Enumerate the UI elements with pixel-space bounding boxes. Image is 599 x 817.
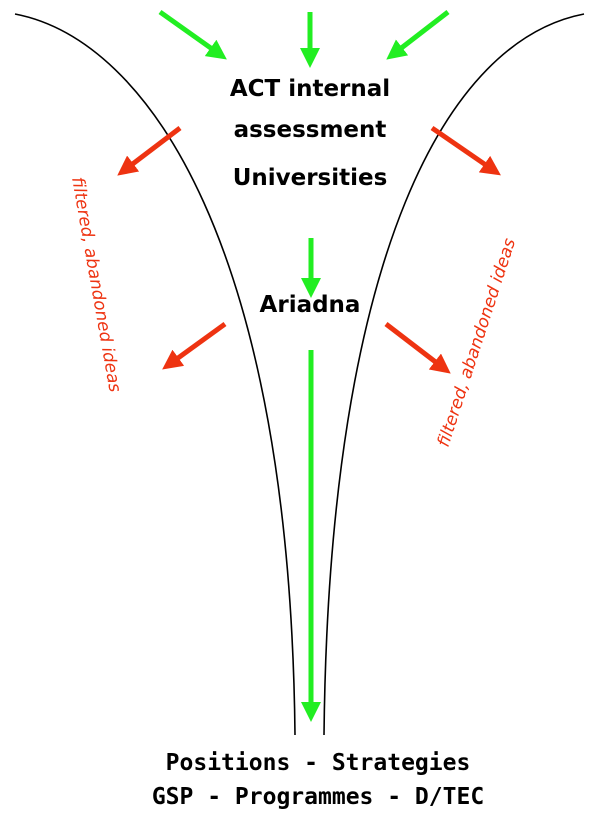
- filter-arrow-upper-left: [117, 126, 182, 176]
- label-ariadna: Ariadna: [260, 292, 361, 318]
- label-universities: Universities: [233, 165, 388, 191]
- funnel-left-curve: [14, 13, 296, 736]
- label-filtered-right: filtered, abandoned ideas: [434, 236, 520, 450]
- label-filtered-left: filtered, abandoned ideas: [67, 175, 125, 393]
- input-arrow-left: [158, 9, 227, 60]
- input-arrow-right: [386, 10, 450, 60]
- label-act-line1: ACT internal: [230, 76, 390, 102]
- funnel-right-curve: [323, 13, 585, 736]
- filter-arrow-upper-right: [430, 125, 501, 176]
- label-act-line2: assessment: [234, 117, 387, 143]
- label-bottom-line1: Positions - Strategies: [166, 750, 471, 776]
- label-bottom-line2: GSP - Programmes - D/TEC: [152, 784, 484, 810]
- filter-arrow-lower-left: [162, 321, 227, 370]
- filter-arrow-lower-right: [384, 322, 451, 374]
